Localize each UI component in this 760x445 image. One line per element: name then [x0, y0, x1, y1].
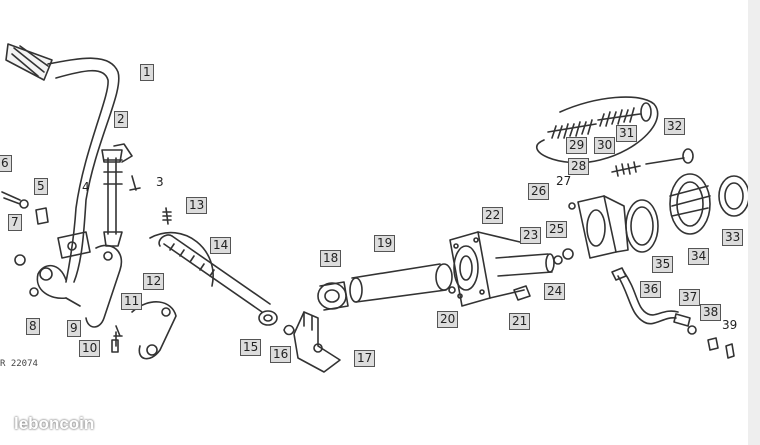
callout-24: 24: [544, 283, 566, 300]
callout-32: 32: [664, 118, 686, 135]
callout-11: 11: [121, 293, 143, 310]
callout-17: 17: [354, 350, 376, 367]
spring-pin: [162, 207, 172, 225]
callout-2: 2: [114, 111, 128, 128]
callout-1: 1: [140, 64, 154, 81]
bearing-and-tube: [317, 263, 453, 311]
callout-39: 39: [722, 318, 738, 332]
callout-19: 19: [374, 235, 396, 252]
springs: [536, 96, 694, 177]
callout-8: 8: [26, 318, 40, 335]
callout-13: 13: [186, 197, 208, 214]
gear-plate: [568, 195, 629, 259]
callout-26: 26: [528, 183, 550, 200]
output-shaft: [495, 248, 574, 301]
callout-27: 27: [556, 174, 572, 188]
callout-37: 37: [679, 289, 701, 306]
callout-15: 15: [240, 339, 262, 356]
callout-38: 38: [700, 304, 722, 321]
callout-6: 6: [0, 155, 12, 172]
right-edge-strip: [748, 0, 760, 445]
bracket: [293, 311, 341, 373]
callout-14: 14: [210, 237, 232, 254]
callout-34: 34: [688, 248, 710, 265]
callout-25: 25: [546, 221, 568, 238]
rings: [625, 173, 750, 253]
callout-12: 12: [143, 273, 165, 290]
cross-shaft: [149, 232, 295, 336]
callout-16: 16: [270, 346, 292, 363]
watermark: leboncoin: [14, 414, 95, 433]
callout-10: 10: [79, 340, 101, 357]
flange-housing: [448, 231, 525, 307]
left-hardware: [1, 175, 141, 353]
figure-number: R 22074: [0, 359, 38, 369]
callout-28: 28: [568, 158, 590, 175]
callout-29: 29: [566, 137, 588, 154]
callout-18: 18: [320, 250, 342, 267]
callout-9: 9: [67, 320, 81, 337]
callout-36: 36: [640, 281, 662, 298]
callout-3: 3: [156, 175, 164, 189]
pipe-and-fittings: [611, 267, 735, 359]
callout-30: 30: [594, 137, 616, 154]
callout-7: 7: [8, 214, 22, 231]
callout-4: 4: [82, 180, 90, 194]
pedal-lever: [5, 43, 120, 307]
callout-23: 23: [520, 227, 542, 244]
callout-21: 21: [509, 313, 531, 330]
callout-5: 5: [34, 178, 48, 195]
callout-22: 22: [482, 207, 504, 224]
callout-33: 33: [722, 229, 744, 246]
callout-31: 31: [616, 125, 638, 142]
linkage: [85, 244, 177, 360]
callout-35: 35: [652, 256, 674, 273]
adjusting-rod: [101, 143, 133, 247]
callout-20: 20: [437, 311, 459, 328]
